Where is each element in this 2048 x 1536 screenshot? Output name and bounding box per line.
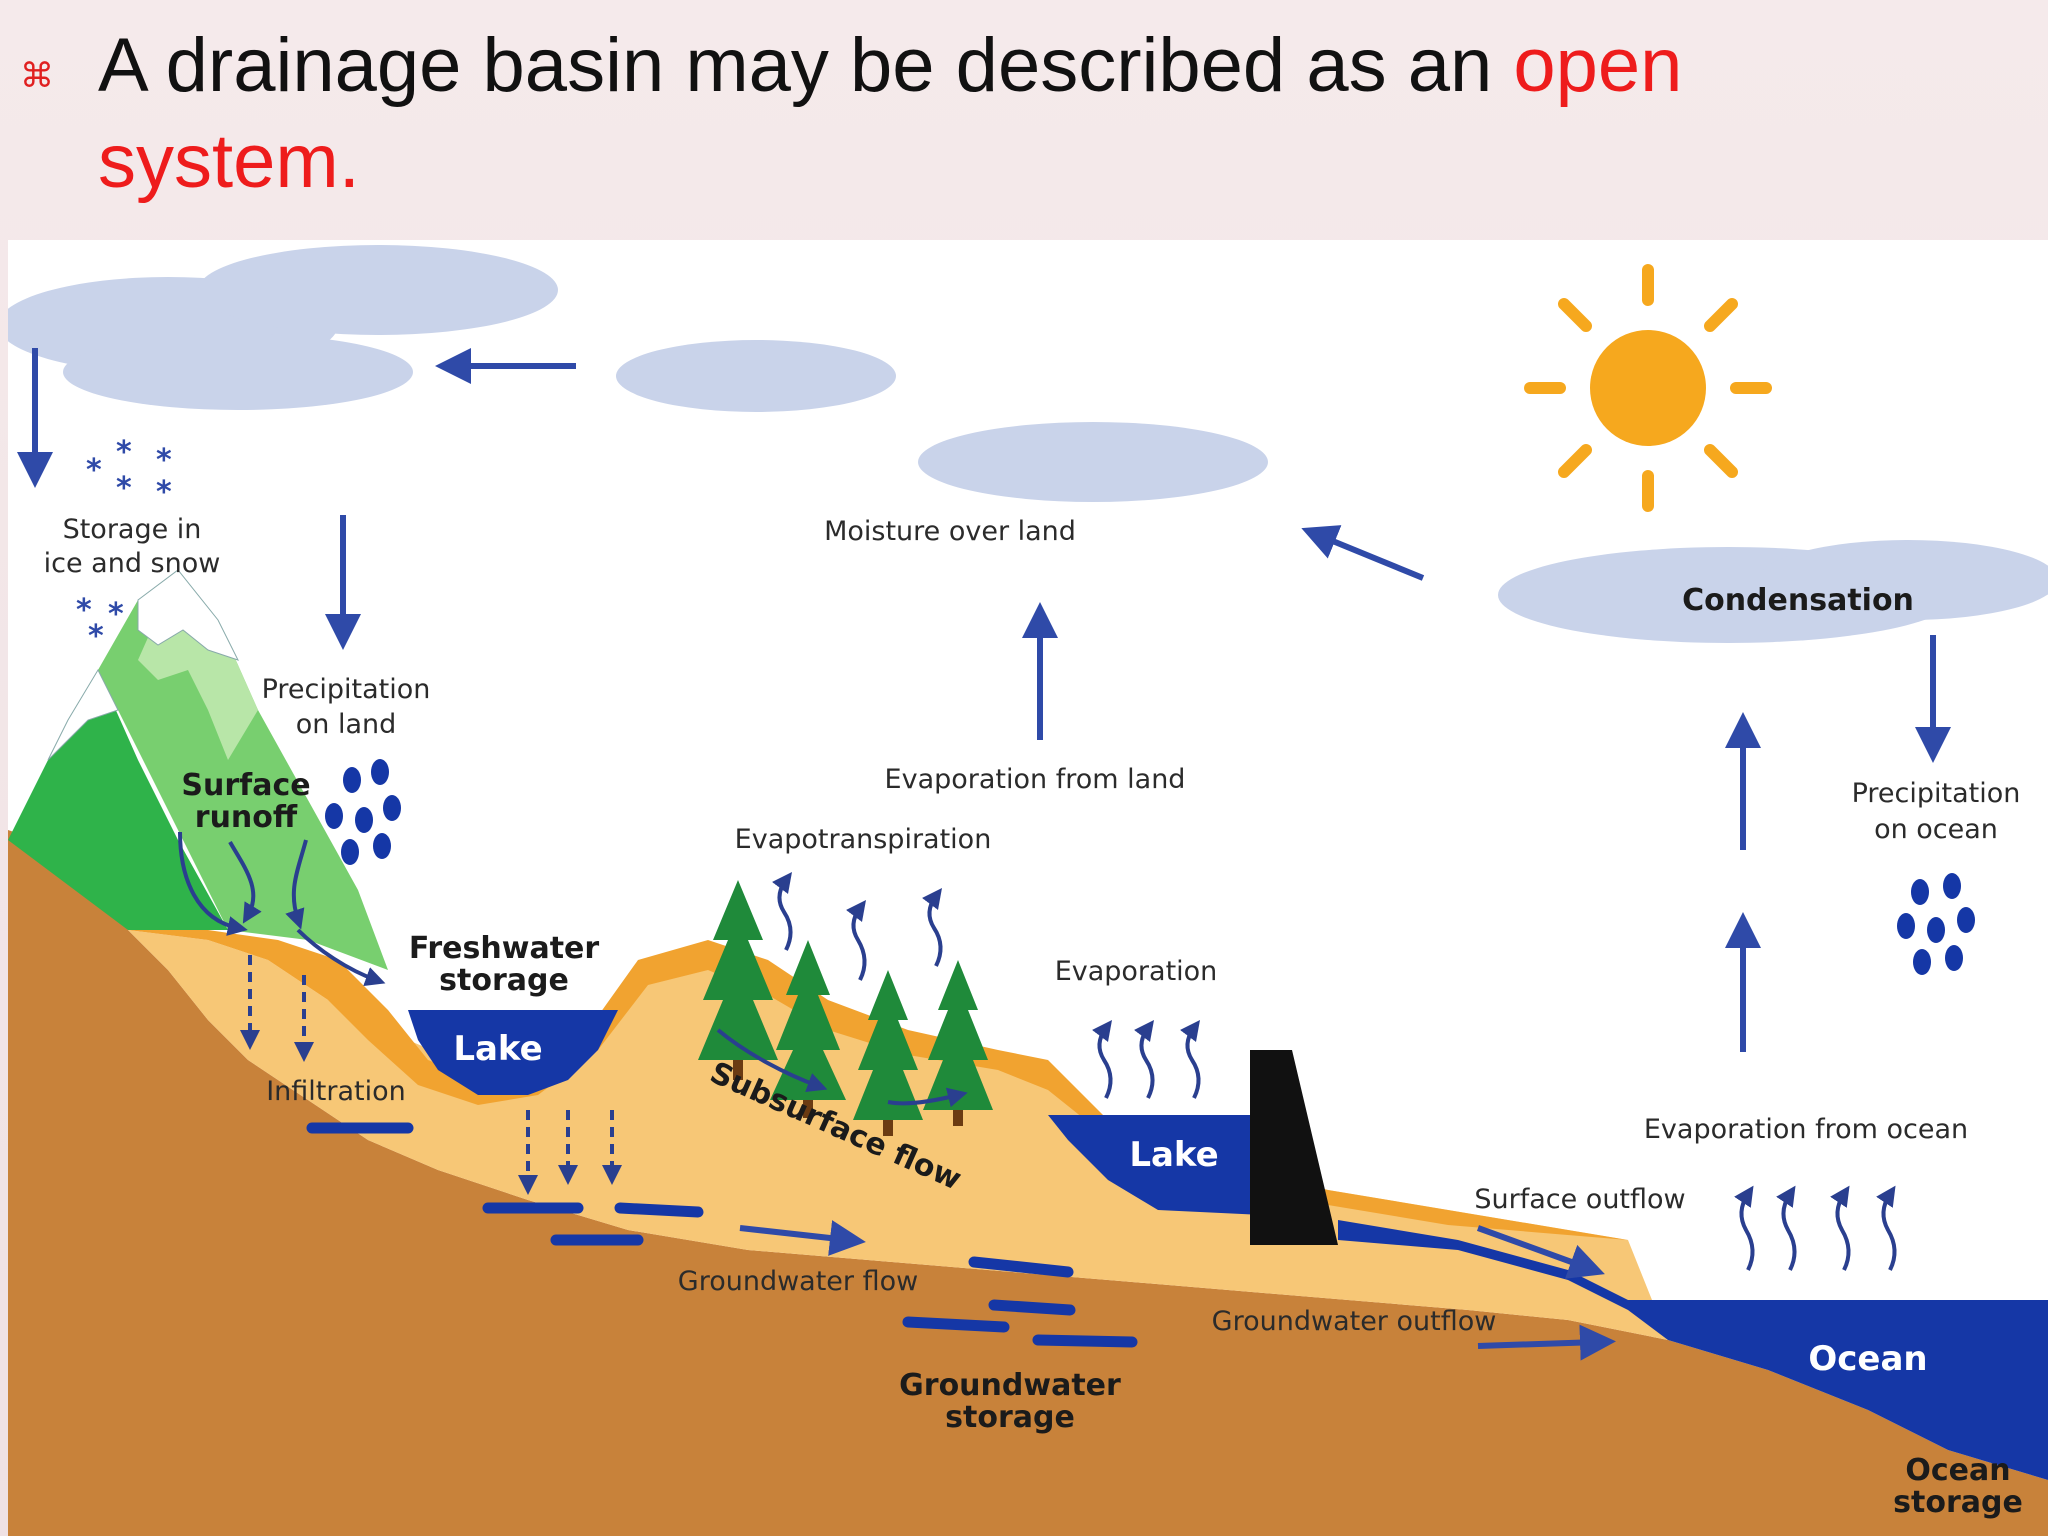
label-precip-ocean: on ocean: [1874, 814, 1998, 845]
evaporation-icon: [1734, 1185, 1755, 1271]
svg-text:*: *: [156, 475, 172, 510]
label-precip-land: Precipitation: [262, 674, 431, 705]
ground-bedrock: [8, 830, 2048, 1536]
arrow-icon: [1477, 1324, 1616, 1361]
svg-text:*: *: [76, 593, 92, 628]
lake-1: [408, 1010, 618, 1095]
evaporation-icon: [846, 899, 867, 981]
bullet-icon: ⌘: [20, 56, 54, 96]
arrow-icon: [1476, 1225, 1605, 1279]
label-storage-ice: ice and snow: [44, 548, 221, 579]
evaporation-icon: [1092, 1019, 1113, 1099]
label-surface-runoff: Surface: [181, 768, 310, 803]
ocean-body: [1338, 1220, 2048, 1480]
arrow-icon: [739, 1220, 866, 1256]
label-precip-ocean: Precipitation: [1852, 778, 2021, 809]
arrow-icon: [296, 928, 386, 987]
svg-text:*: *: [116, 471, 132, 506]
dam-icon: [1250, 1050, 1338, 1245]
label-groundwater-storage: Groundwater: [899, 1368, 1121, 1403]
svg-text:*: *: [116, 435, 132, 470]
label-evap-ocean: Evaporation from ocean: [1644, 1114, 1968, 1145]
label-lake-1: Lake: [453, 1029, 542, 1069]
raindrop-icon: [1897, 873, 1975, 975]
label-surface-runoff: runoff: [195, 800, 298, 835]
evaporation-icon: [922, 887, 943, 967]
label-evap-land: Evaporation from land: [885, 764, 1186, 795]
evaporation-icon: [1830, 1185, 1851, 1271]
raindrop-icon: [325, 759, 401, 865]
label-groundwater-outflow: Groundwater outflow: [1212, 1306, 1497, 1337]
slide-title: A drainage basin may be described as an …: [98, 18, 1878, 210]
label-surface-outflow: Surface outflow: [1474, 1184, 1685, 1215]
svg-text:*: *: [88, 619, 104, 654]
cloud-icon: [8, 245, 558, 410]
label-moisture: Moisture over land: [824, 516, 1076, 547]
arrow-icon: [887, 1087, 968, 1108]
label-evapotranspiration: Evapotranspiration: [735, 824, 992, 855]
ground-topsoil: [128, 930, 1628, 1240]
svg-text:*: *: [86, 453, 102, 488]
title-text: A drainage basin may be described as an: [98, 23, 1514, 108]
evaporation-icon: [1180, 1019, 1201, 1099]
arrow-icon: [285, 839, 308, 930]
groundwater-dash: [902, 1316, 1010, 1333]
arrow-icon: [716, 1028, 828, 1092]
sun-icon: [1524, 264, 1772, 512]
groundwater-dash: [988, 1299, 1076, 1316]
cloud-icon: [616, 340, 896, 412]
arrow-icon: [1301, 525, 1425, 581]
mountain-icon: [8, 569, 388, 970]
slide-header: ⌘ A drainage basin may be described as a…: [0, 0, 2048, 240]
cloud-icon: [918, 422, 1268, 502]
groundwater-dash: [968, 1256, 1074, 1278]
evaporation-icon: [1876, 1185, 1897, 1271]
label-groundwater-storage: storage: [945, 1400, 1075, 1435]
evaporation-icon: [1134, 1019, 1155, 1099]
groundwater-dash: [614, 1202, 704, 1218]
label-ocean-storage: storage: [1893, 1485, 2023, 1520]
label-groundwater-flow: Groundwater flow: [678, 1266, 918, 1297]
svg-text:*: *: [156, 443, 172, 478]
label-freshwater: storage: [439, 963, 569, 998]
evaporation-icon: [1776, 1185, 1797, 1271]
label-freshwater: Freshwater: [409, 931, 600, 966]
label-lake-2: Lake: [1129, 1135, 1218, 1175]
evaporation-icon: [772, 871, 793, 951]
label-evaporation: Evaporation: [1055, 956, 1218, 987]
label-precip-land: on land: [296, 709, 397, 740]
snowflake-icon: *** ** ***: [76, 435, 172, 654]
label-storage-ice: Storage in: [63, 514, 202, 545]
arrow-icon: [178, 831, 248, 936]
label-infiltration: Infiltration: [266, 1076, 406, 1107]
groundwater-dash: [1032, 1334, 1138, 1348]
tree-icon: [698, 880, 993, 1136]
title-highlight: open system.: [98, 23, 1683, 204]
lake-2: [1048, 1115, 1263, 1215]
label-condensation: Condensation: [1682, 583, 1914, 618]
cloud-icon: [1498, 540, 2048, 643]
svg-text:*: *: [108, 597, 124, 632]
arrow-icon: [228, 841, 262, 924]
label-ocean: Ocean: [1808, 1339, 1927, 1379]
drainage-basin-diagram: *** ** ***: [8, 240, 2048, 1536]
label-ocean-storage: Ocean: [1905, 1453, 2010, 1488]
